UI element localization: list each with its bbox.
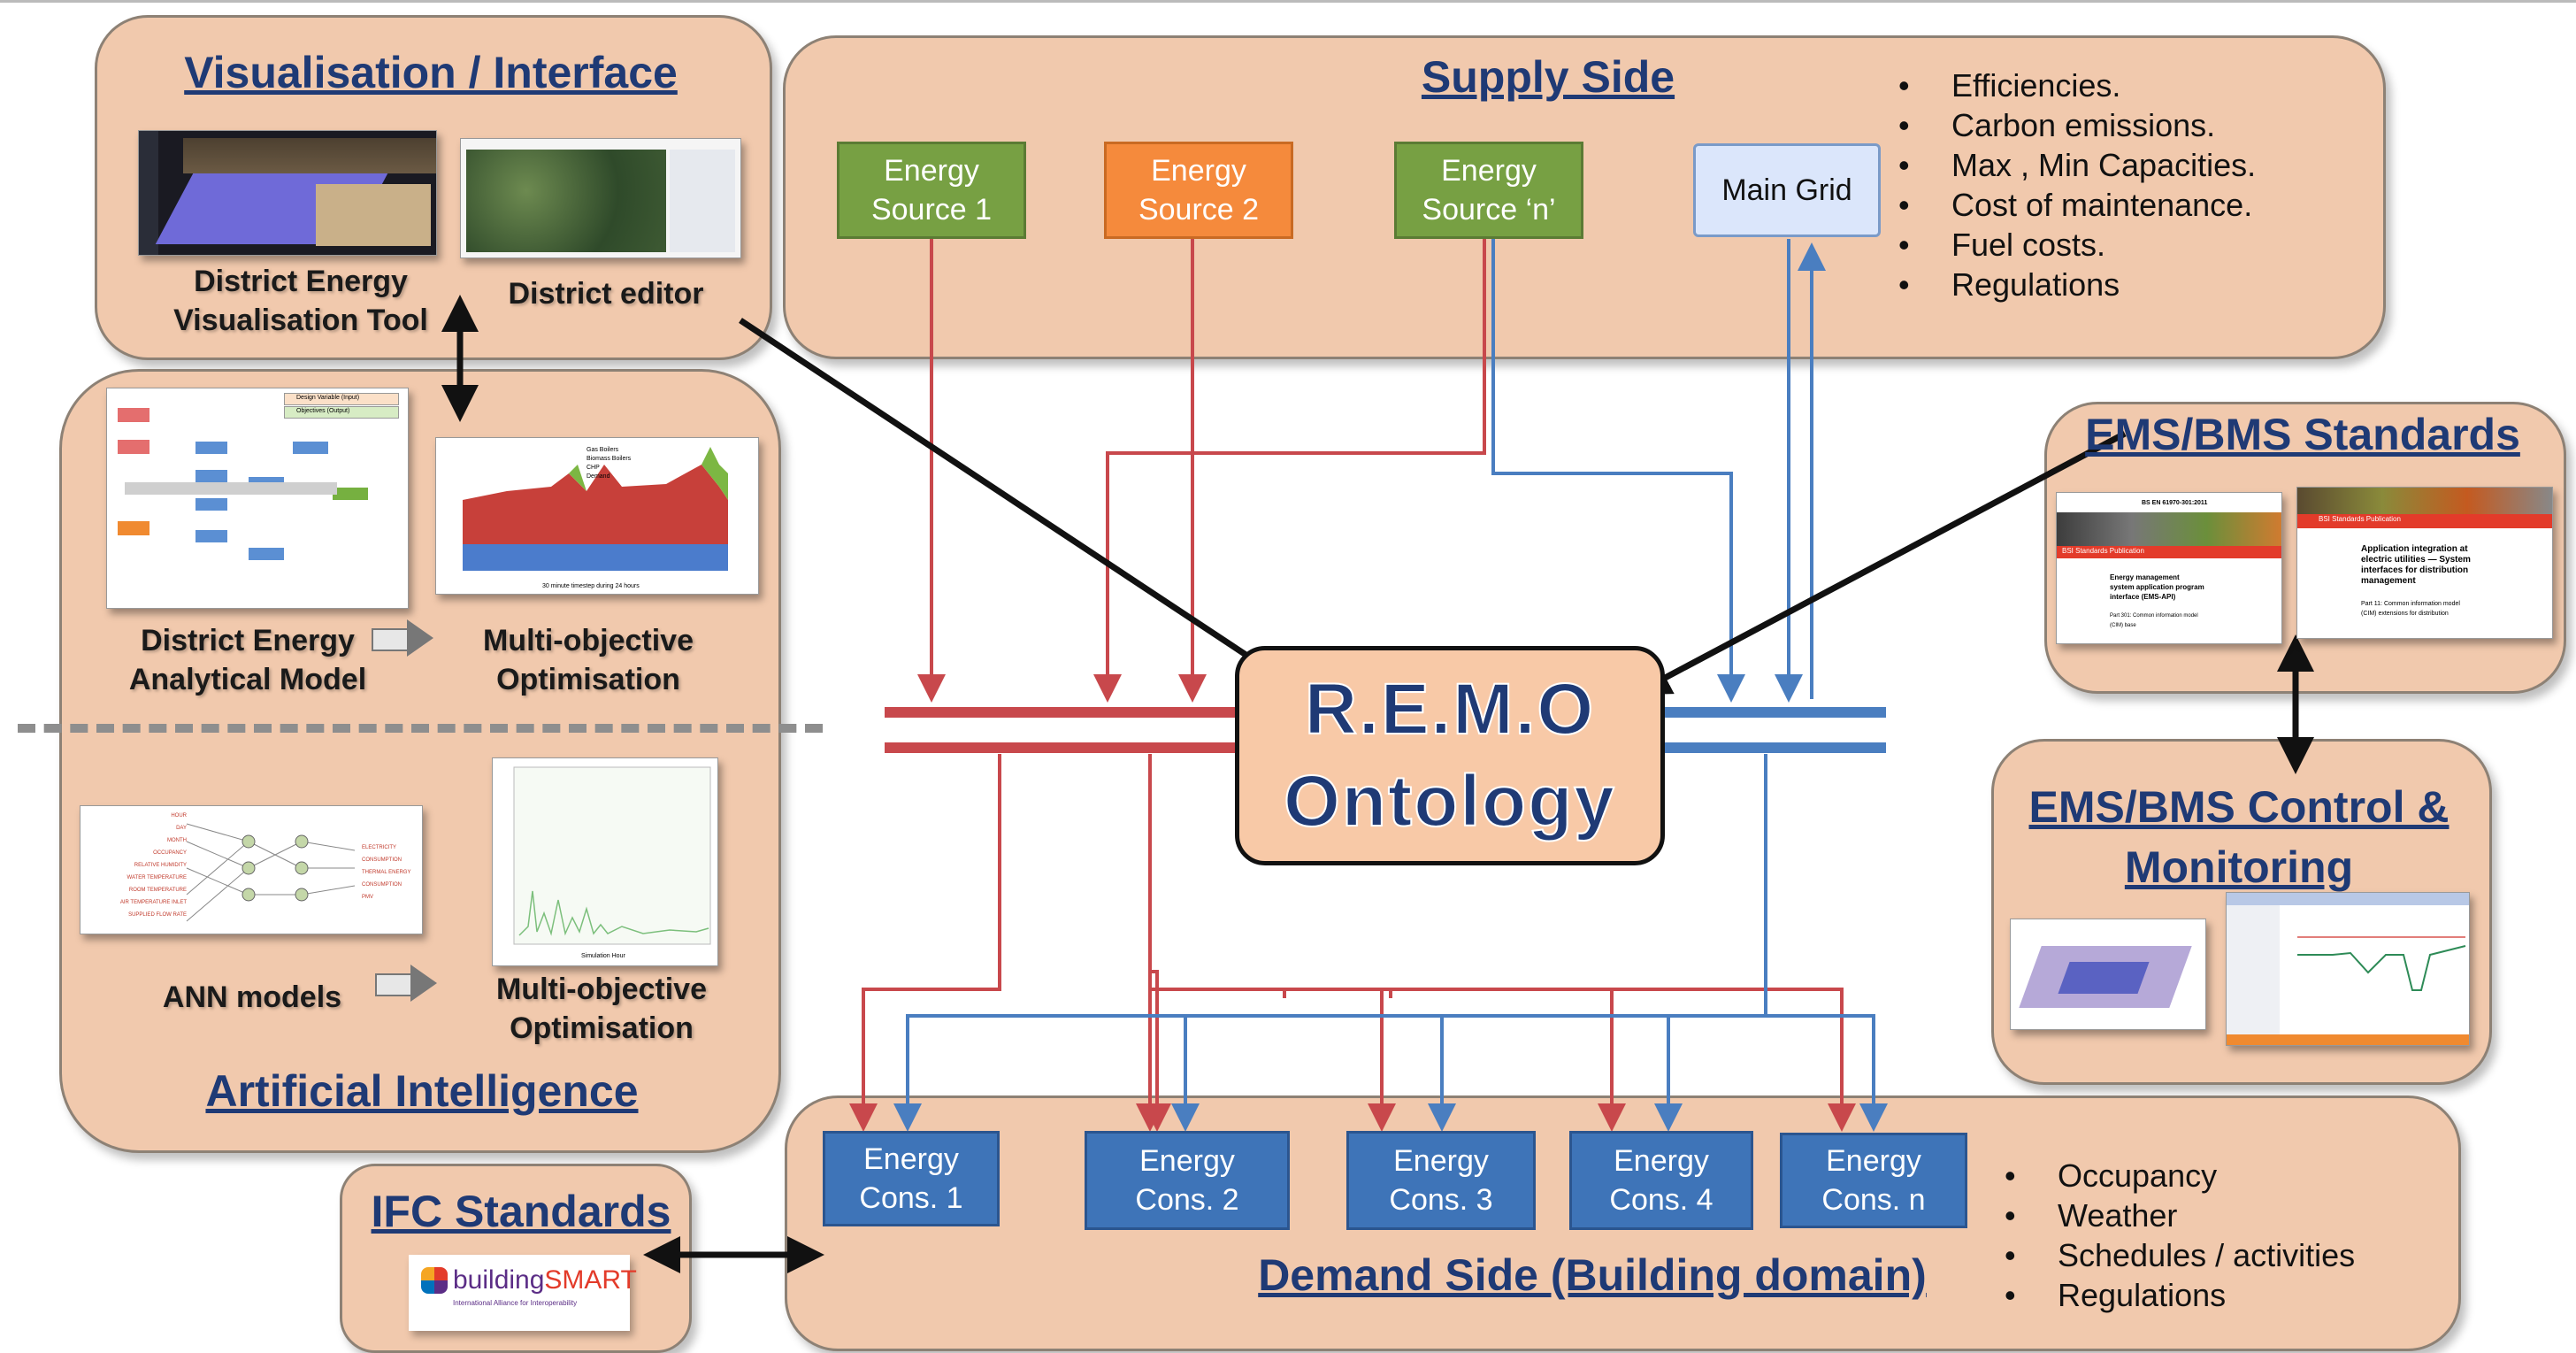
bsi-application-integration-document-thumbnail: BSI Standards Publication Application in… <box>2296 487 2553 639</box>
doc2-title: Application integration at electric util… <box>2361 544 2471 586</box>
ann-line-plot <box>513 766 711 945</box>
supply-factor-item: Cost of maintenance. <box>1898 185 2256 225</box>
demand-side-factors-list: Occupancy Weather Schedules / activities… <box>2005 1156 2355 1315</box>
energy-consumer-1: Energy Cons. 1 <box>823 1131 1000 1226</box>
doc1-publisher: BSI Standards Publication <box>2057 546 2281 558</box>
energy-consumer-4: Energy Cons. 4 <box>1569 1131 1753 1230</box>
ann-input: RELATIVE HUMIDITY <box>134 863 187 868</box>
ann-to-optim-arrow <box>375 965 437 1002</box>
demand-side-title: Demand Side (Building domain) <box>1258 1250 1927 1300</box>
top-rule <box>0 0 2576 3</box>
bs-en-61970-document-thumbnail: BS EN 61970-301:2011 BSI Standards Publi… <box>2056 492 2282 644</box>
energy-source-2: Energy Source 2 <box>1104 142 1293 239</box>
optim-legend-biomass: Biomass Boilers <box>586 456 632 462</box>
supply-factor-item: Fuel costs. <box>1898 225 2256 265</box>
remo-ontology-box: R.E.M.O Ontology <box>1235 646 1665 865</box>
ems-bms-standards-title: EMS/BMS Standards <box>2085 410 2520 459</box>
bms-building-model-screenshot <box>2010 919 2206 1030</box>
supply-factor-item: Efficiencies. <box>1898 65 2256 105</box>
energy-source-1: Energy Source 1 <box>837 142 1026 239</box>
ann-input: SUPPLIED FLOW RATE <box>128 912 187 918</box>
supply-side-factors-list: Efficiencies. Carbon emissions. Max , Mi… <box>1898 65 2256 304</box>
ann-input: WATER TEMPERATURE <box>126 875 187 880</box>
buildingsmart-logo-text: building <box>453 1265 545 1295</box>
district-energy-visualisation-tool-label: District Energy Visualisation Tool <box>173 265 428 337</box>
doc2-publisher: BSI Standards Publication <box>2297 514 2552 528</box>
supply-factor-item: Carbon emissions. <box>1898 105 2256 145</box>
energy-consumer-3: Energy Cons. 3 <box>1346 1131 1536 1230</box>
doc1-part: Part 301: Common information model (CIM)… <box>2110 613 2198 628</box>
ann-inputs: HOUR DAY MONTH OCCUPANCY RELATIVE HUMIDI… <box>84 810 187 921</box>
ontology-line1: R.E.M.O <box>1304 668 1596 750</box>
model-legend-input: Design Variable (Input) <box>296 395 360 401</box>
artificial-intelligence-title: Artificial Intelligence <box>205 1066 639 1116</box>
district-energy-visualisation-screenshot <box>138 130 437 256</box>
ems-bms-control-title: EMS/BMS Control & Monitoring <box>2028 782 2450 892</box>
supply-side-title: Supply Side <box>1421 52 1675 102</box>
ann-input: OCCUPANCY <box>153 850 187 856</box>
ontology-line2: Ontology <box>1283 760 1616 842</box>
energy-consumer-2: Energy Cons. 2 <box>1085 1131 1290 1230</box>
optim-xlabel: 30 minute timestep during 24 hours <box>542 583 640 589</box>
demand-factor-item: Occupancy <box>2005 1156 2355 1195</box>
optim-legend-demand: Demand <box>586 473 610 480</box>
bms-monitoring-screenshot <box>2226 892 2470 1046</box>
buildingsmart-logo: buildingSMART International Alliance for… <box>409 1255 637 1331</box>
optim-legend-gas: Gas Boilers <box>586 447 619 453</box>
ann-input: MONTH <box>167 838 187 843</box>
ann-output: THERMAL ENERGY CONSUMPTION <box>362 870 411 888</box>
energy-source-n: Energy Source ‘n’ <box>1394 142 1583 239</box>
bms-monitoring-trend-plot <box>2297 936 2466 991</box>
doc1-banner-image <box>2057 512 2281 546</box>
doc2-part: Part 11: Common information model (CIM) … <box>2361 601 2460 617</box>
ann-optimisation-label: Multi-objective Optimisation <box>495 972 708 1045</box>
multi-objective-optimisation-label: Multi-objective Optimisation <box>482 624 694 696</box>
ann-chart-xlabel: Simulation Hour <box>581 953 625 959</box>
ai-separator-dashed-line <box>18 724 823 733</box>
district-energy-analytical-model-label: District Energy Analytical Model <box>128 624 367 696</box>
optim-legend-chp: CHP <box>586 465 600 471</box>
blue-bus-bars <box>1663 707 1886 753</box>
district-editor-label: District editor <box>508 277 704 311</box>
ann-models-label: ANN models <box>162 980 342 1014</box>
district-editor-screenshot <box>460 138 741 258</box>
ann-output: ELECTRICITY CONSUMPTION <box>362 845 402 863</box>
buildingsmart-logo-subtitle: International Alliance for Interoperabil… <box>453 1299 578 1307</box>
ifc-standards-title: IFC Standards <box>371 1187 671 1236</box>
model-to-optim-arrow <box>372 619 433 657</box>
demand-factor-item: Schedules / activities <box>2005 1235 2355 1275</box>
energy-consumer-n: Energy Cons. n <box>1780 1133 1967 1228</box>
doc1-title: Energy management system application pro… <box>2110 573 2204 601</box>
ann-model-diagram: HOUR DAY MONTH OCCUPANCY RELATIVE HUMIDI… <box>80 805 423 934</box>
doc2-banner-image <box>2297 488 2552 514</box>
optimisation-area-plot <box>463 447 728 571</box>
supply-factor-item: Max , Min Capacities. <box>1898 145 2256 185</box>
ann-network <box>186 823 356 922</box>
main-grid: Main Grid <box>1693 143 1881 237</box>
supply-factor-item: Regulations <box>1898 265 2256 304</box>
ann-input: DAY <box>176 826 187 831</box>
doc1-code: BS EN 61970-301:2011 <box>2142 500 2208 506</box>
demand-factor-item: Weather <box>2005 1195 2355 1235</box>
model-legend-output: Objectives (Output) <box>296 408 350 414</box>
buildingsmart-logo-icon <box>421 1267 448 1294</box>
visualisation-title: Visualisation / Interface <box>184 48 678 97</box>
red-bus-bars <box>885 707 1238 753</box>
district-energy-analytical-model-diagram: Design Variable (Input) Objectives (Outp… <box>106 388 409 609</box>
ann-input: ROOM TEMPERATURE <box>128 888 187 893</box>
ann-optimisation-line-chart: Simulation Hour <box>492 757 718 966</box>
multi-objective-optimisation-area-chart: Gas Boilers Biomass Boilers CHP Demand 3… <box>435 437 759 595</box>
ann-input: HOUR <box>171 813 187 819</box>
buildingsmart-logo-text-accent: SMART <box>544 1265 637 1295</box>
ann-output: PMV <box>362 895 374 900</box>
ann-outputs: ELECTRICITY CONSUMPTION THERMAL ENERGY C… <box>362 842 420 903</box>
ann-input: AIR TEMPERATURE INLET <box>119 900 187 905</box>
demand-factor-item: Regulations <box>2005 1275 2355 1315</box>
